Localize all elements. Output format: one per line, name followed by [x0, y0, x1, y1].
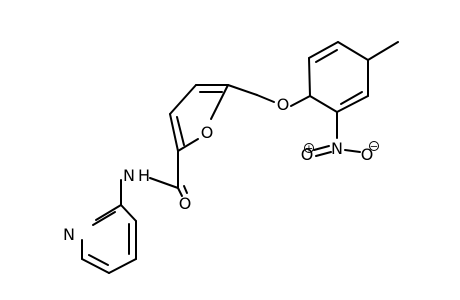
- furan-oxygen-label: O: [201, 123, 214, 142]
- amide-hydrogen-label: H: [138, 166, 150, 185]
- furan-double-bond: [176, 116, 185, 146]
- carbonyl-double-bond: [183, 185, 188, 194]
- benzene-bond: [308, 57, 311, 97]
- pyridine-bond: [95, 204, 122, 221]
- benzene-bond: [308, 41, 339, 59]
- furan-bond: [210, 84, 229, 120]
- nitro-double-bond: [315, 151, 332, 157]
- methyl-bond: [367, 41, 399, 61]
- carbonyl-oxygen-label: O: [179, 194, 192, 213]
- benzene-bond: [309, 95, 338, 113]
- minus-sign: −: [370, 142, 378, 153]
- carbonyl-double-bond: [177, 187, 183, 197]
- benzene-ring: [308, 41, 369, 113]
- furan-ring: [169, 84, 229, 152]
- amide-nitrogen-label: N: [123, 166, 135, 185]
- oxygen-negative-charge: −: [369, 141, 379, 153]
- methylene-bond: [227, 84, 258, 96]
- ether-bond: [290, 95, 311, 107]
- nitrogen-positive-charge: +: [304, 143, 314, 155]
- ether-bond: [256, 94, 275, 103]
- amide-cn-bond: [149, 177, 179, 189]
- benzene-double-bond: [315, 49, 338, 63]
- furan-bond: [169, 113, 179, 152]
- nitro-oxygen-left-label: O: [301, 145, 314, 164]
- benzene-bond: [337, 41, 369, 61]
- furan-bond: [169, 84, 197, 115]
- pyridine-double-bond: [88, 254, 109, 266]
- pyridine-bond: [108, 258, 137, 274]
- nitro-oxygen-right-label: O: [361, 145, 374, 164]
- pyridine-bond: [81, 258, 110, 274]
- benzene-bond: [336, 95, 369, 113]
- nitro-single-bond: [344, 149, 361, 153]
- ether-oxygen-label: O: [277, 95, 290, 114]
- nitro-nitrogen-label: N: [331, 139, 343, 158]
- pyridine-nitrogen-label: N: [63, 225, 75, 244]
- nitro-double-bond: [313, 145, 330, 151]
- pyridine-bond: [120, 204, 137, 222]
- plus-sign: +: [305, 144, 313, 155]
- pyridine-double-bond: [92, 211, 116, 226]
- pyridine-ring: [81, 204, 137, 274]
- benzene-double-bond: [340, 91, 363, 105]
- furan-bond: [177, 138, 199, 152]
